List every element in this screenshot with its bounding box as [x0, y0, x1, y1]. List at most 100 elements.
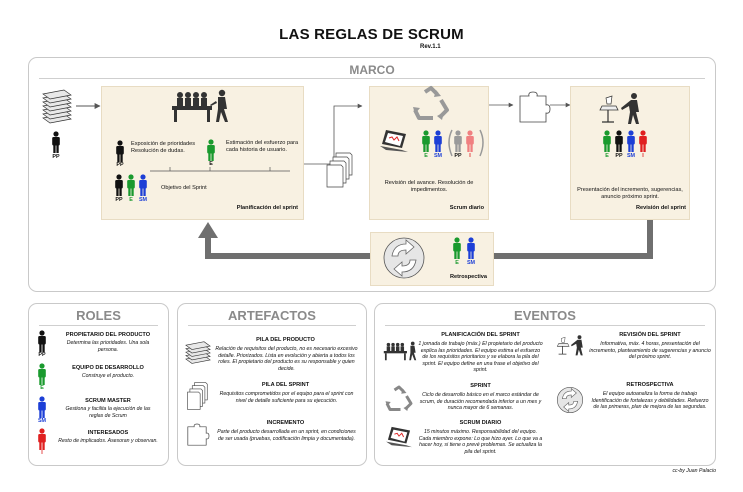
ev-revision-desc: Informativa, máx. 4 horas, presentación …	[589, 341, 711, 361]
recycle-icon	[413, 86, 449, 120]
retrospectiva-title: Retrospectiva	[450, 274, 487, 280]
presenter-icon	[599, 93, 639, 124]
puzzle-icon	[187, 423, 210, 446]
i-label: I	[469, 153, 471, 159]
bracket-icon	[448, 129, 484, 157]
e-figure	[422, 130, 430, 152]
revision-text: Presentación del incremento, sugerencias…	[577, 187, 683, 200]
role-figure-sm	[38, 396, 46, 418]
exposicion-text: Exposición de prioridades Resolución de …	[131, 141, 196, 154]
role-title: PROPIETARIO DEL PRODUCTO	[65, 332, 151, 338]
pila-sprint-title: PILA DEL SPRINT	[261, 382, 310, 388]
e-label: E	[129, 197, 133, 203]
estimacion-text: Estimación del esfuerzo para cada histor…	[226, 140, 299, 153]
revision-label: Rev.1.1	[420, 44, 441, 50]
puzzle-icon	[519, 91, 551, 123]
credit-text: cc-by Juan Palacio	[672, 468, 716, 474]
role-desc: Determina las prioridades. Una sola pers…	[66, 340, 150, 353]
flow-arrow	[550, 102, 571, 108]
pages-icon	[187, 382, 208, 410]
ev-sprint-desc: Ciclo de desarrollo básico en el marco e…	[419, 392, 542, 412]
role-title: INTERESADOS	[87, 430, 129, 436]
role-label: PP	[38, 352, 46, 358]
role-label: E	[40, 385, 44, 391]
e-label: E	[209, 161, 213, 167]
scrum-diario-title: Scrum diario	[449, 205, 484, 211]
e-label: E	[455, 260, 459, 266]
scrum-diario-box	[369, 86, 489, 220]
eventos-heading: EVENTOS	[514, 308, 576, 323]
roles-heading: ROLES	[76, 308, 121, 323]
marco-heading: MARCO	[349, 63, 395, 77]
roles-panel: ROLES	[28, 303, 169, 466]
e-figure	[127, 174, 135, 196]
pp-label: PP	[52, 154, 60, 160]
pila-producto-desc: Relación de requisitos del producto, no …	[215, 346, 358, 372]
e-figure	[603, 130, 611, 152]
retro-icon	[556, 386, 584, 414]
role-label: SM	[37, 418, 47, 424]
pp-label: PP	[115, 197, 123, 203]
pp-label: PP	[454, 153, 462, 159]
laptop-icon	[380, 130, 408, 152]
role-figure-pp	[38, 330, 46, 352]
meeting-icon	[383, 341, 417, 361]
flow-arrow	[489, 102, 514, 108]
bracket-line	[150, 167, 290, 172]
revision-title: Revisión del sprint	[635, 205, 686, 211]
artefactos-panel: ARTEFACTOS	[177, 303, 367, 466]
pp-label: PP	[116, 162, 124, 168]
flow-arrow	[304, 103, 363, 165]
sm-figure	[434, 130, 442, 152]
incremento-title: INCREMENTO	[266, 420, 305, 426]
presenter-icon	[556, 335, 583, 356]
i-figure	[639, 130, 647, 152]
planificacion-title: Planificación del sprint	[236, 205, 298, 211]
i-label: I	[642, 153, 644, 159]
role-figure-e	[38, 363, 46, 385]
retro-icon	[383, 237, 425, 279]
sm-figure	[627, 130, 635, 152]
role-desc: Construye el producto.	[81, 373, 135, 379]
pp-figure	[115, 174, 123, 196]
meeting-icon	[172, 89, 228, 122]
sm-figure	[139, 174, 147, 196]
role-label: I	[41, 450, 43, 456]
e-figure	[207, 139, 215, 161]
ev-retrospectiva-title: RETROSPECTIVA	[626, 382, 674, 388]
pp-figure	[116, 140, 124, 162]
role-figure-i	[38, 428, 46, 450]
ev-revision-title: REVISIÓN DEL SPRINT	[619, 332, 681, 338]
pila-sprint-desc: Requisitos comprometidos por el equipo p…	[219, 391, 354, 404]
recycle-icon	[385, 385, 413, 411]
sm-label: SM	[466, 260, 476, 266]
sm-figure	[467, 237, 475, 259]
eventos-panel: EVENTOS	[374, 303, 716, 466]
scrum-diario-text: Revisión del avance. Resolución de imped…	[384, 180, 474, 193]
pages-icon	[326, 152, 353, 188]
e-figure	[453, 237, 461, 259]
ev-planificacion-desc: 1 jornada de trabajo (máx.) El propietar…	[418, 341, 543, 374]
ev-scrum-diario-desc: 15 minutos máximo. Responsabilidad del e…	[418, 429, 543, 455]
ev-planificacion-title: PLANIFICACIÓN DEL SPRINT	[441, 332, 520, 338]
role-title: EQUIPO DE DESARROLLO	[72, 365, 144, 371]
pp-figure	[52, 131, 60, 153]
pila-producto-title: PILA DEL PRODUCTO	[256, 337, 315, 343]
pp-figure	[615, 130, 623, 152]
incremento-desc: Parte del producto desarrollada en un sp…	[217, 429, 356, 442]
pp-label: PP	[615, 153, 623, 159]
role-title: SCRUM MASTER	[85, 398, 131, 404]
role-desc: Gestiona y facilita la ejecución de las …	[65, 406, 151, 419]
ev-retrospectiva-desc: El equipo autoanaliza la forma de trabaj…	[591, 391, 709, 411]
ev-sprint-title: SPRINT	[470, 383, 491, 389]
e-label: E	[424, 153, 428, 159]
page-title: LAS REGLAS DE SCRUM	[279, 26, 464, 43]
sm-label: SM	[626, 153, 636, 159]
stack-icon	[42, 89, 72, 124]
artefactos-heading: ARTEFACTOS	[228, 308, 316, 323]
objetivo-text: Objetivo del Sprint	[161, 185, 207, 191]
flow-arrow	[76, 103, 101, 109]
role-desc: Resto de implicados. Asesoran y observan…	[58, 438, 158, 444]
sm-label: SM	[433, 153, 443, 159]
ev-scrum-diario-title: SCRUM DIARIO	[459, 420, 502, 426]
